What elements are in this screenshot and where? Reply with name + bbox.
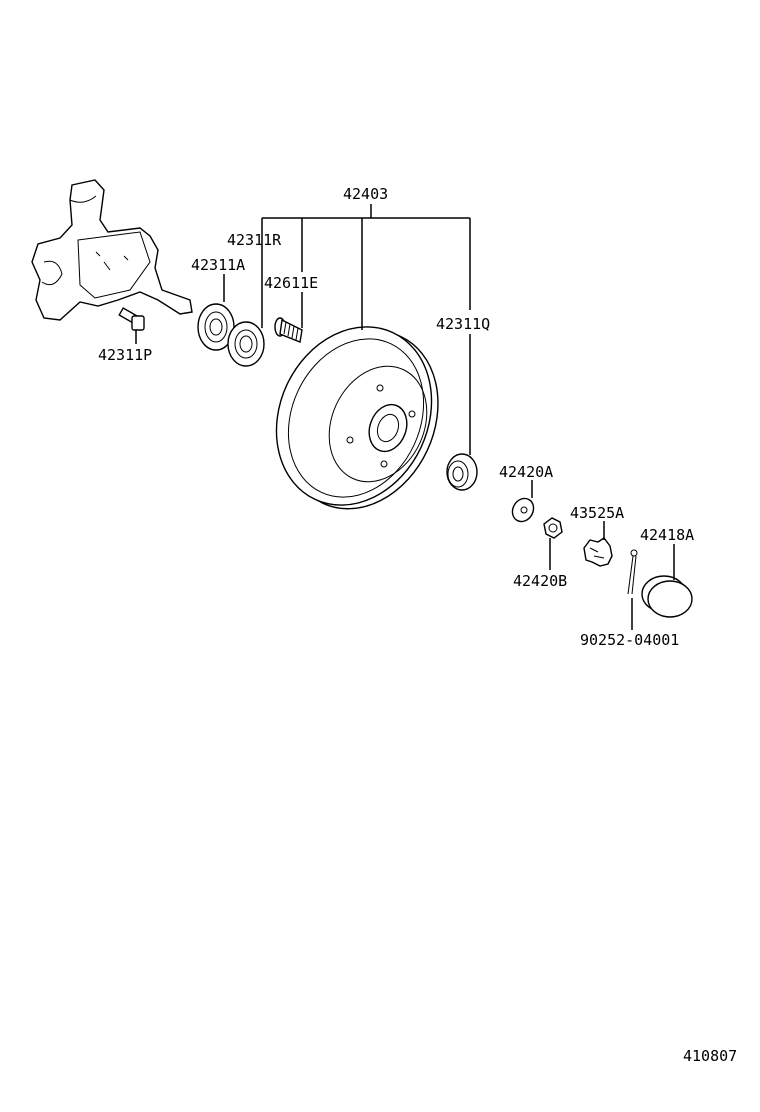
diagram-code: 410807: [683, 1047, 737, 1065]
cotter-pin-90252-04001: [627, 549, 638, 595]
washer-42420a: [511, 497, 535, 523]
brake-drum-42403: [275, 326, 439, 510]
hub-bolt-42611e: [274, 317, 303, 343]
bearing-42311q: [446, 453, 478, 491]
label-42311p: 42311P: [98, 346, 152, 364]
grease-cap-42418a: [641, 575, 693, 618]
label-42403: 42403: [343, 185, 388, 203]
label-42420a: 42420A: [499, 463, 553, 481]
label-42311a: 42311A: [191, 256, 245, 274]
label-42311r: 42311R: [227, 231, 282, 249]
label-42418a: 42418A: [640, 526, 694, 544]
bearing-42311r: [227, 321, 265, 367]
label-42311q: 42311Q: [436, 315, 490, 333]
bolt-42311p: [118, 307, 145, 331]
label-42420b: 42420B: [513, 572, 567, 590]
label-43525a: 43525A: [570, 504, 624, 522]
lock-cap-43525a: [583, 537, 613, 567]
label-90252-04001: 90252-04001: [580, 631, 679, 649]
label-42611e: 42611E: [264, 274, 318, 292]
axle-carrier: [31, 179, 193, 321]
nut-42420b: [543, 517, 563, 539]
leader-lines: [135, 204, 675, 630]
